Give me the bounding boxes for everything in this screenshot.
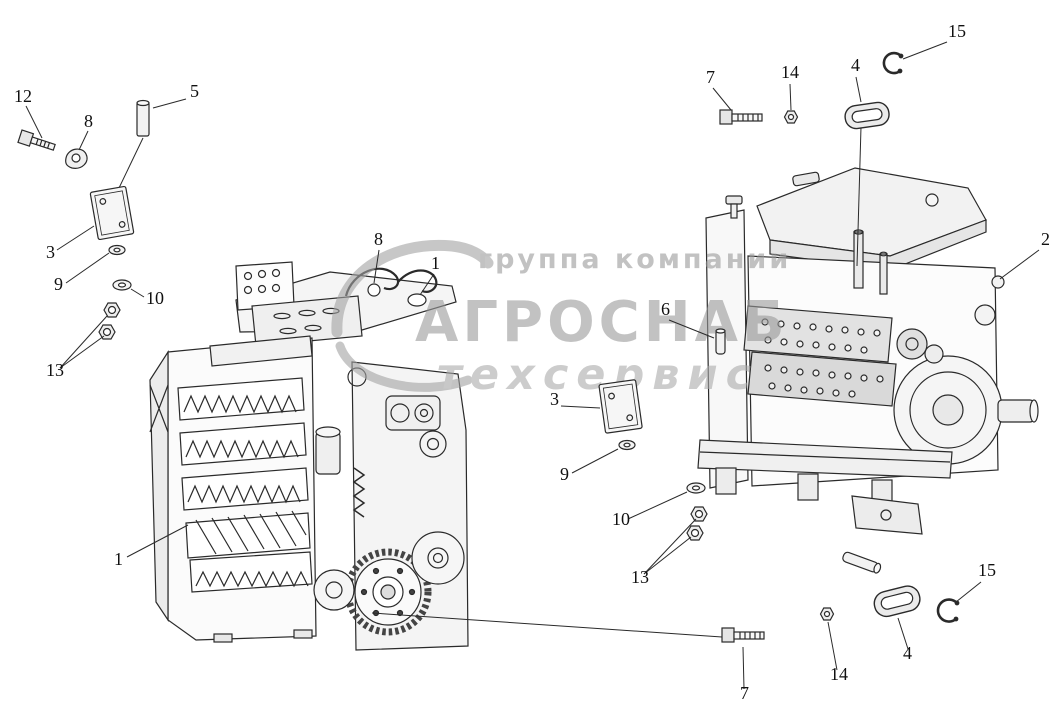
callout-3: 3 [550,389,559,409]
part-bolt-12 [17,129,56,151]
leader-line-4 [897,617,909,650]
leader-line-12 [25,105,43,139]
watermark: группа компании АГРОСНАБ техсервис [331,239,791,400]
leader-line-15 [955,581,982,603]
part-washer-10-left [112,279,132,291]
watermark-line2: АГРОСНАБ [415,290,789,355]
callout-12: 12 [14,86,32,106]
part-snap-ring-15-top [882,51,904,75]
leader-line-13 [643,536,692,575]
callout-14: 14 [830,664,848,684]
watermark-swoosh-lower-icon [335,341,473,392]
callout-13: 13 [46,360,64,380]
leader-line-8 [373,249,380,284]
callout-7: 7 [740,683,749,703]
part-bracket-4-top [844,101,890,130]
leader-line-13 [59,315,108,369]
callout-6: 6 [661,299,670,319]
callout-3: 3 [46,242,55,262]
leader-line-3 [560,405,601,409]
part-nut-14-bottom [819,607,835,621]
part-nut-14-top [783,110,799,124]
callout-15: 15 [978,560,996,580]
callout-13: 13 [631,567,649,587]
leader-line-5 [152,98,187,109]
watermark-line3: техсервис [437,350,759,400]
callout-8: 8 [374,229,383,249]
callout-8: 8 [84,111,93,131]
callout-1: 1 [114,549,123,569]
leader-line-7 [742,646,745,690]
leader-line-3 [56,225,95,251]
callout-9: 9 [54,274,63,294]
leader-line-9 [571,448,619,474]
leader-line-9 [65,252,110,284]
callout-4: 4 [903,643,912,663]
hardware-parts [17,51,960,643]
leader-line-2 [999,249,1040,280]
part-bolt-7-top [719,109,763,125]
callout-10: 10 [612,509,630,529]
part-nuts-13-right [686,506,708,541]
leader-line-13 [643,518,697,575]
assembly-axis-lines [118,126,862,638]
part-snap-ring-15-bottom [936,598,960,623]
leader-line-10 [130,288,145,298]
leader-line-15 [902,41,948,60]
leader-line-10 [627,491,688,520]
part-washer-9-left [108,244,126,256]
part-pin-5 [136,99,150,137]
part-clevis-pin [842,551,882,574]
part-washer-8 [65,148,88,169]
callout-10: 10 [146,288,164,308]
part-plate-3-left [89,185,135,241]
callout-5: 5 [190,81,199,101]
part-plate-3-right [598,379,643,434]
callout-4: 4 [851,55,860,75]
callout-2: 2 [1041,229,1050,249]
watermark-line1: группа компании [478,244,791,275]
leader-line-13 [59,335,105,369]
part-washer-9-right [618,439,636,451]
part-bolt-7-bottom [721,627,765,643]
leader-line-8 [78,130,89,151]
callout-7: 7 [706,67,715,87]
callout-14: 14 [781,62,799,82]
leader-line-1 [419,273,435,296]
leader-line-14 [827,621,838,671]
right-assembly [697,167,1039,535]
leader-line-14 [789,83,792,111]
leader-line-6 [668,319,715,339]
part-nuts-13-left [98,302,121,340]
part-washer-10-right [686,482,706,494]
leader-line-4 [855,76,862,103]
leader-line-7 [712,87,732,111]
callout-9: 9 [560,464,569,484]
part-pin-6 [715,328,726,355]
part-bracket-4-bottom [873,585,921,618]
leader-line-1 [126,524,189,558]
watermark-swoosh-icon [331,239,494,338]
callout-1: 1 [431,253,440,273]
callout-15: 15 [948,21,966,41]
